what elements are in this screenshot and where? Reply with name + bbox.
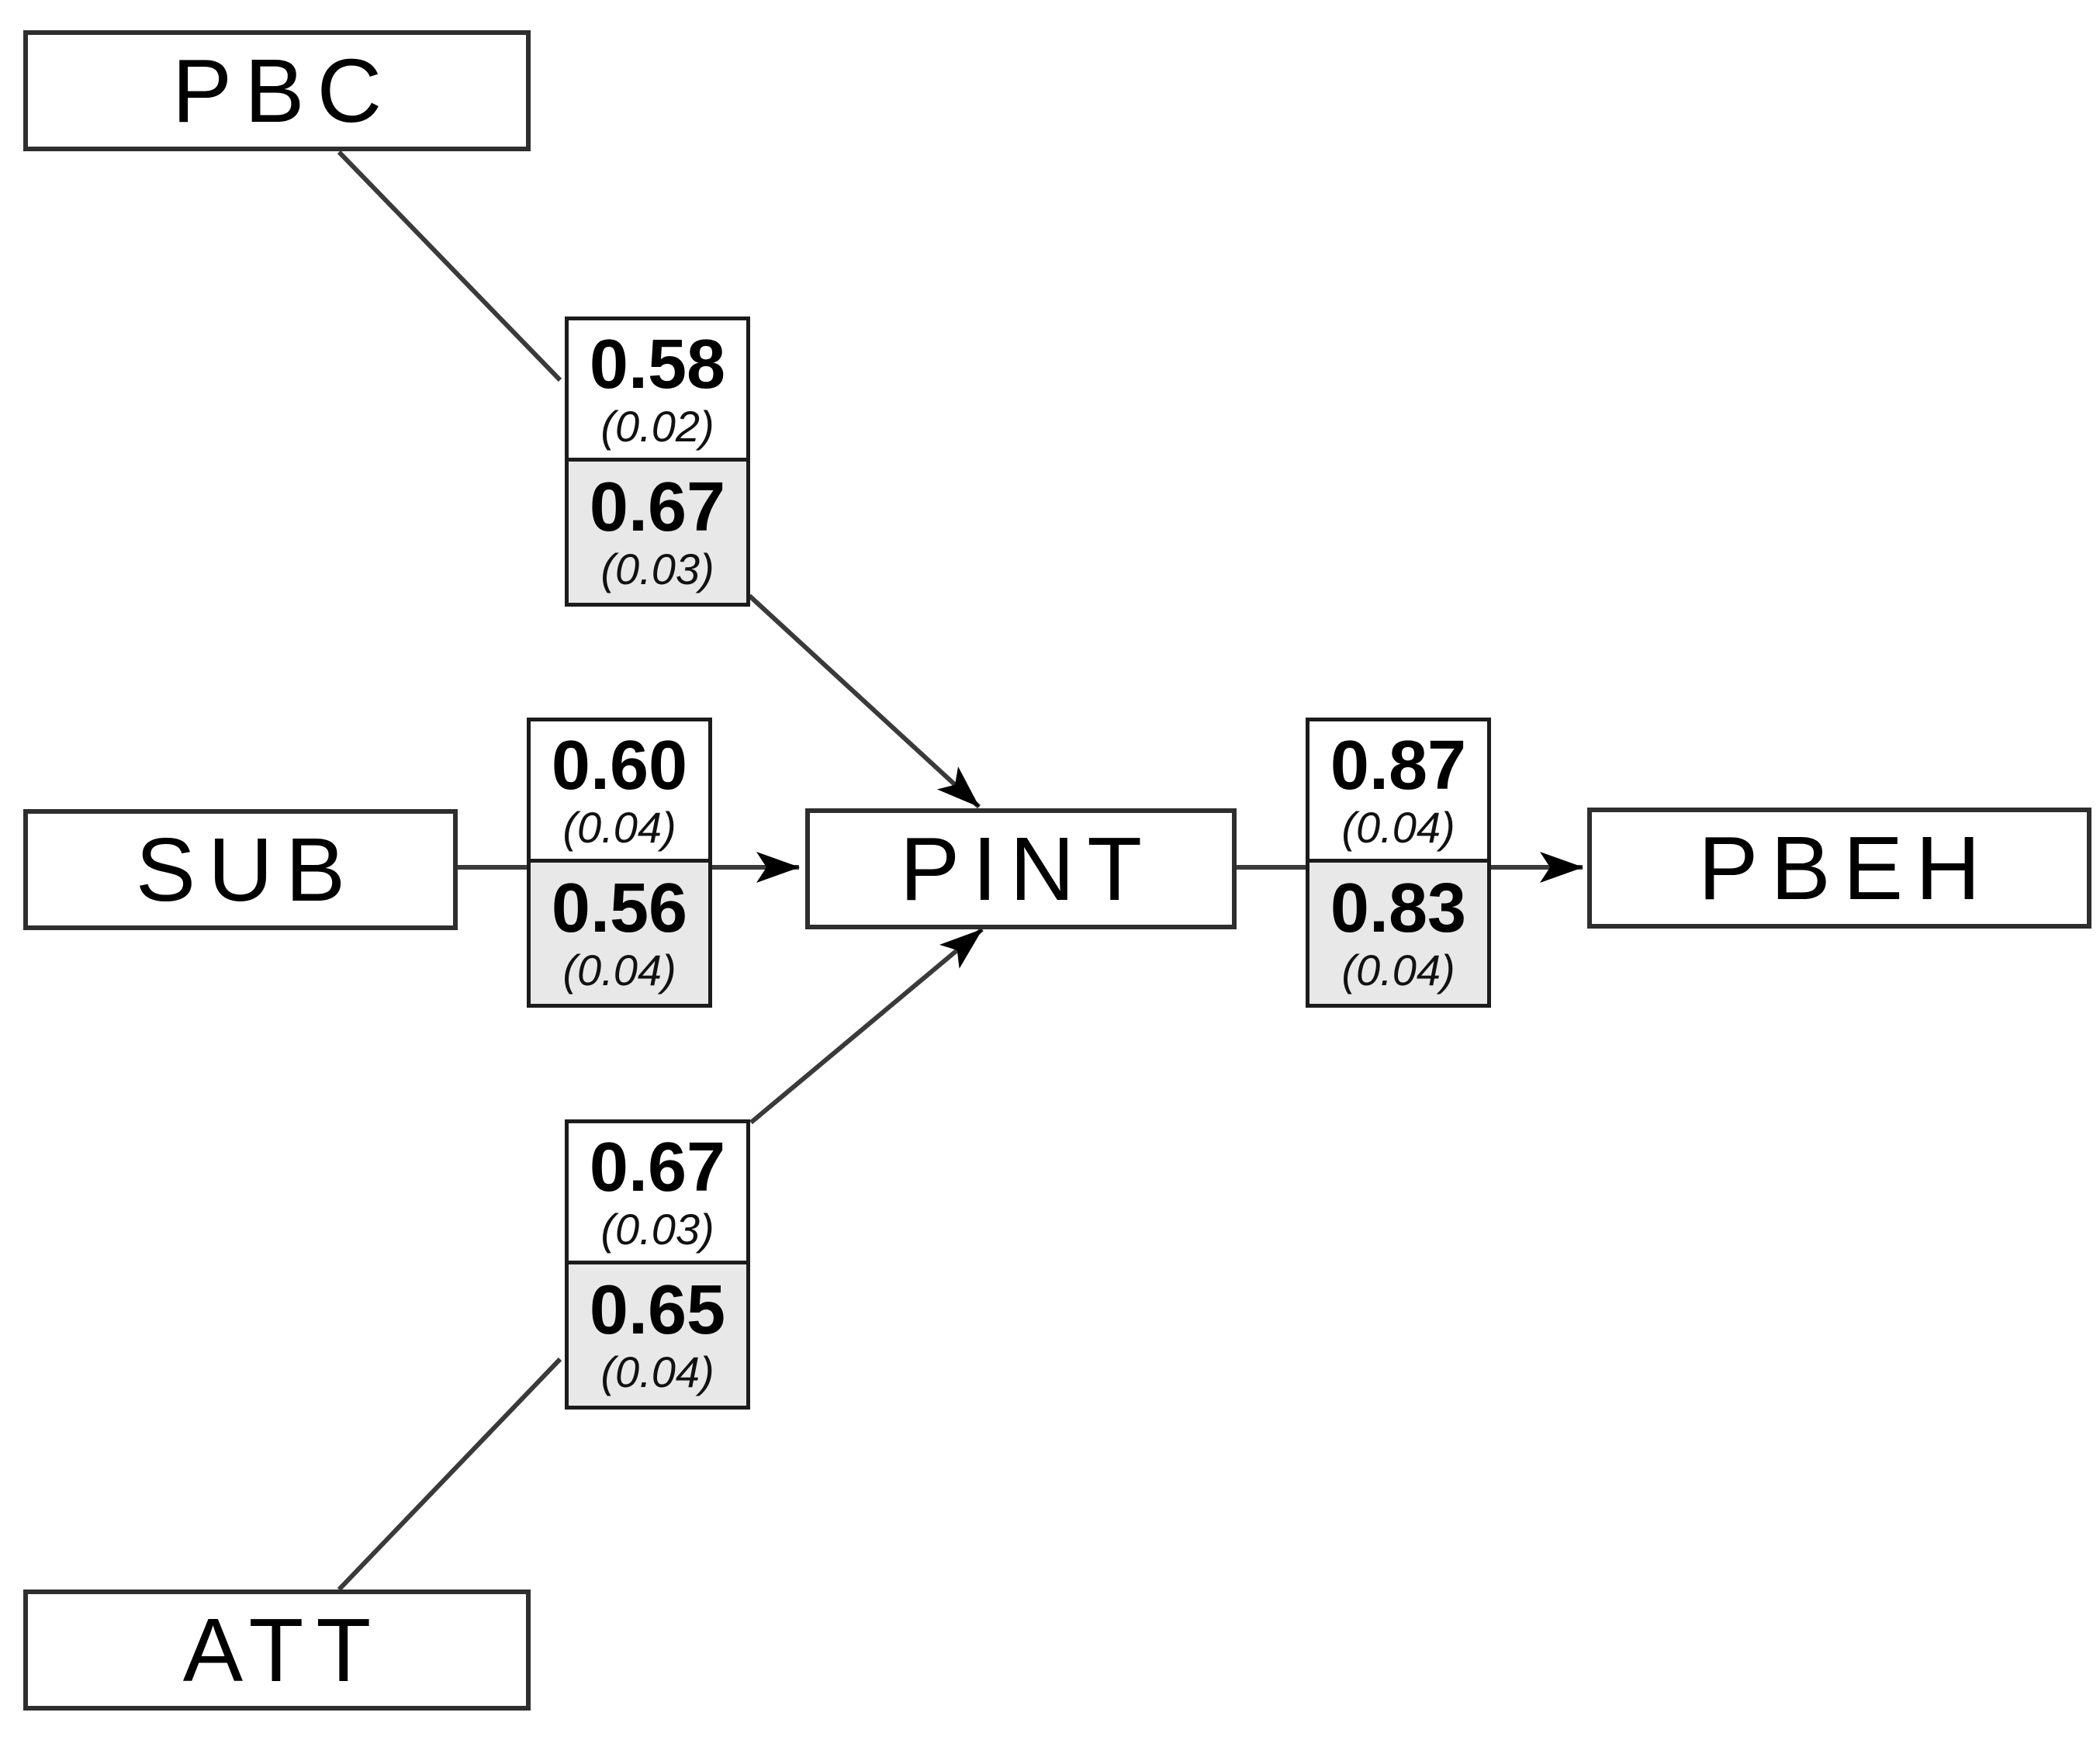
node-label-pbeh: PBEH [1698,818,1993,918]
estimate-value: 0.58 [589,325,726,403]
se-value: (0.04) [562,946,676,995]
estimate-value: 0.67 [589,1128,726,1206]
estimate-value: 0.60 [551,726,688,804]
se-value: (0.04) [1341,802,1455,852]
edge-pbc-label-to-pint-arrow [747,593,981,809]
estimate-cell-unshaded: 0.67 (0.03) [569,1123,746,1264]
estimate-cell-shaded: 0.65 (0.04) [569,1264,746,1406]
estimate-value: 0.56 [551,870,688,948]
se-value: (0.04) [600,1347,714,1397]
estimate-value: 0.83 [1330,870,1467,948]
path-label-pint-pbeh: 0.87 (0.04) 0.83 (0.04) [1306,718,1491,1008]
se-value: (0.02) [600,401,714,451]
estimate-value: 0.65 [589,1271,726,1350]
se-value: (0.03) [600,545,714,594]
se-value: (0.04) [562,802,676,852]
path-label-sub-pint: 0.60 (0.04) 0.56 (0.04) [527,718,712,1008]
edge-att-to-label [337,1357,562,1592]
estimate-value: 0.87 [1330,726,1467,804]
node-label-pbc: PBC [171,40,395,141]
path-label-att-pint: 0.67 (0.03) 0.65 (0.04) [565,1119,750,1410]
estimate-cell-unshaded: 0.87 (0.04) [1309,721,1487,863]
node-label-pint: PINT [899,818,1155,919]
estimate-cell-shaded: 0.67 (0.03) [569,462,746,603]
node-box-sub: SUB [23,809,458,930]
se-value: (0.04) [1341,946,1455,995]
estimate-cell-shaded: 0.83 (0.04) [1309,863,1487,1004]
node-box-att: ATT [23,1590,531,1711]
estimate-cell-unshaded: 0.58 (0.02) [569,320,746,462]
node-box-pbc: PBC [23,30,531,151]
estimate-cell-unshaded: 0.60 (0.04) [531,721,708,863]
estimate-cell-shaded: 0.56 (0.04) [531,863,708,1004]
edge-att-label-to-pint-arrow [749,927,984,1125]
estimate-value: 0.67 [589,469,726,547]
edge-pbc-to-label [337,150,562,382]
node-box-pint: PINT [805,808,1237,929]
node-label-sub: SUB [135,819,358,920]
node-label-att: ATT [182,1600,384,1700]
node-box-pbeh: PBEH [1587,808,2091,929]
se-value: (0.03) [600,1204,714,1254]
path-label-pbc-pint: 0.58 (0.02) 0.67 (0.03) [565,317,750,607]
